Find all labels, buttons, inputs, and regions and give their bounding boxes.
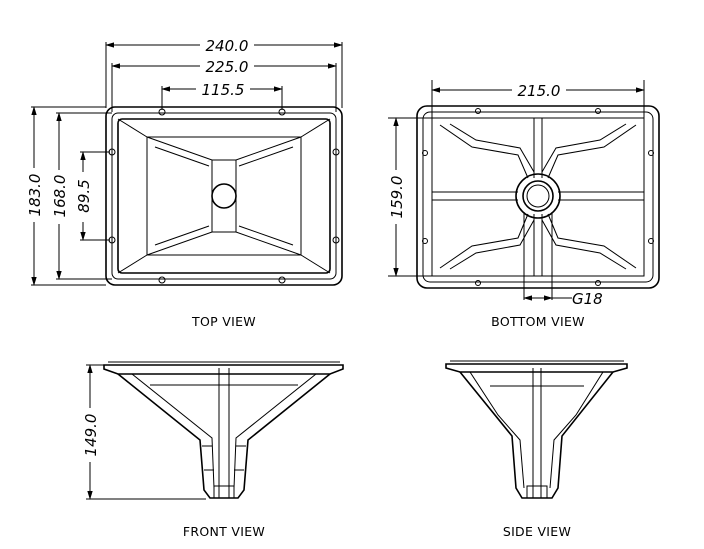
top-throat-circle bbox=[211, 183, 237, 209]
bottom-rib-top-left bbox=[439, 123, 535, 179]
top-view: 240.0 225.0 115.5 183.0 168.0 89.5 TOP V… bbox=[25, 36, 343, 329]
bottom-vertical-rib bbox=[533, 118, 543, 276]
front-throat-detail bbox=[202, 445, 246, 471]
bottom-rib-bottom-right bbox=[541, 213, 637, 270]
dim-label-240: 240.0 bbox=[206, 37, 249, 55]
top-upper-wall bbox=[146, 136, 302, 161]
top-flange-outer bbox=[105, 106, 343, 286]
side-throat-thread bbox=[526, 485, 548, 499]
side-horn-outline bbox=[459, 371, 614, 499]
dim-label-225: 225.0 bbox=[206, 58, 249, 76]
side-horn-inner-wall bbox=[469, 371, 604, 489]
top-view-caption: TOP VIEW bbox=[191, 314, 256, 329]
bottom-rib-bottom-left bbox=[439, 213, 535, 270]
bottom-throat-thread bbox=[526, 184, 550, 208]
top-throat-frame bbox=[146, 136, 302, 256]
top-throat-sides bbox=[211, 160, 237, 232]
dim-label-149: 149.0 bbox=[82, 414, 100, 457]
front-view-caption: FRONT VIEW bbox=[183, 524, 265, 539]
top-corner-lines bbox=[117, 118, 331, 274]
bottom-horizontal-rib bbox=[432, 191, 644, 201]
dim-label-159: 159.0 bbox=[388, 176, 406, 219]
top-mouth-outline bbox=[117, 118, 331, 274]
side-view-caption: SIDE VIEW bbox=[503, 524, 571, 539]
top-lower-wall bbox=[146, 231, 302, 256]
dim-label-168: 168.0 bbox=[51, 175, 69, 218]
bottom-flange-outer bbox=[416, 105, 660, 289]
bottom-mounting-holes bbox=[422, 108, 654, 286]
dim-label-89-5: 89.5 bbox=[75, 179, 93, 212]
bottom-flange-inner bbox=[422, 111, 654, 283]
side-view: SIDE VIEW bbox=[445, 360, 628, 539]
dim-label-183: 183.0 bbox=[26, 174, 44, 217]
front-center-rib bbox=[218, 368, 230, 498]
dim-label-215: 215.0 bbox=[518, 82, 561, 100]
top-wall-ribs bbox=[154, 146, 294, 246]
side-flange bbox=[445, 363, 628, 373]
front-throat-thread bbox=[213, 485, 235, 499]
thread-extension-lines bbox=[523, 212, 553, 300]
bottom-throat-bore bbox=[522, 180, 554, 212]
bottom-mouth-outline bbox=[431, 117, 645, 277]
front-view: 149.0 FRONT VIEW bbox=[81, 361, 344, 539]
dim-label-115-5: 115.5 bbox=[202, 81, 245, 99]
dim-label-g18: G18 bbox=[572, 290, 603, 308]
front-flange bbox=[103, 364, 344, 375]
side-center-rib bbox=[532, 368, 542, 498]
bottom-view-caption: BOTTOM VIEW bbox=[491, 314, 585, 329]
front-horn-outline bbox=[117, 373, 331, 499]
bottom-view: 215.0 159.0 G18 BOTTOM VIEW bbox=[387, 80, 660, 329]
bottom-throat-outer bbox=[515, 173, 561, 219]
bottom-rib-top-right bbox=[541, 123, 637, 179]
top-flange-inner bbox=[111, 112, 337, 280]
front-horn-inner-wall bbox=[131, 373, 317, 489]
bottom-width-extension-lines bbox=[431, 80, 645, 118]
top-height-extension-lines bbox=[31, 106, 112, 286]
top-width-extension-lines bbox=[105, 42, 343, 112]
